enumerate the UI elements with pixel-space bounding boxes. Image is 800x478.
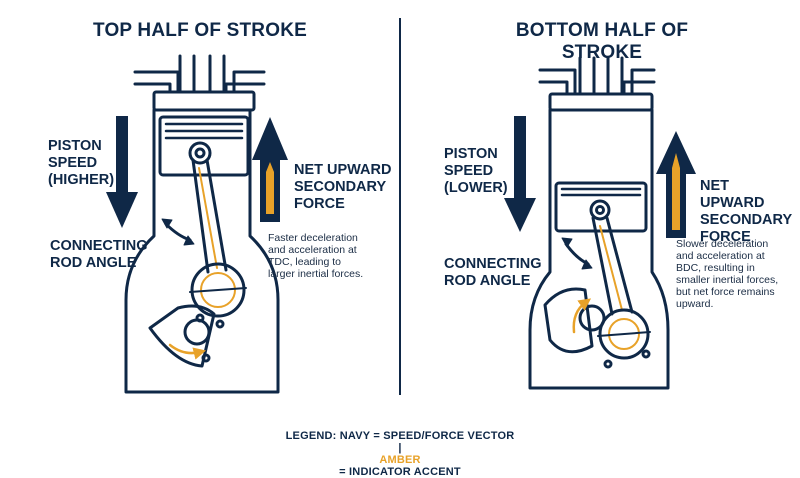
left-cylinder-head — [152, 90, 256, 112]
left-engine-block — [124, 108, 280, 394]
right-net-force-arrow — [656, 131, 696, 238]
right-force-label: NET UPWARD SECONDARY FORCE — [700, 178, 793, 245]
right-note: Slower deceleration and acceleration at … — [676, 238, 779, 310]
left-connecting-rod — [189, 158, 247, 318]
right-rod-angle-label: CONNECTING ROD ANGLE — [444, 256, 542, 289]
right-connecting-rod — [591, 216, 651, 360]
right-piston-speed-label: PISTON SPEED (LOWER) — [444, 146, 508, 196]
legend: LEGEND: NAVY = SPEED/FORCE VECTOR | AMBE… — [0, 418, 800, 478]
right-engine-block — [528, 108, 670, 390]
right-piston-speed-arrow — [504, 116, 536, 232]
diagram: TOP HALF OF STROKE PISTON SPEED (HIGHER)… — [48, 18, 793, 478]
left-crank-counterweight — [148, 304, 216, 368]
left-panel-title: TOP HALF OF STROKE — [92, 20, 308, 41]
diagram-artwork — [106, 18, 696, 395]
left-crank-rotation-arrow — [168, 343, 207, 360]
legend-amber-word: AMBER — [379, 454, 421, 466]
legend-navy-text: LEGEND: NAVY = SPEED/FORCE VECTOR — [285, 430, 515, 442]
right-rod-angle-arrow — [564, 242, 590, 266]
left-piston — [158, 115, 250, 177]
legend-amber-text: = INDICATOR ACCENT — [339, 466, 461, 478]
left-net-force-arrow — [252, 117, 288, 222]
left-note: Faster deceleration and acceleration at … — [268, 232, 364, 280]
legend-separator: | — [398, 442, 402, 454]
right-panel-title: BOTTOM HALF OF STROKE — [515, 20, 689, 63]
left-piston-speed-label: PISTON SPEED (HIGHER) — [48, 138, 115, 188]
left-rod-angle-arrow — [164, 222, 192, 242]
right-port-lines — [538, 56, 656, 96]
left-rod-angle-label: CONNECTING ROD ANGLE — [50, 238, 148, 271]
left-piston-speed-arrow — [106, 116, 138, 228]
right-crank-journal — [578, 304, 606, 332]
left-crank-journal — [183, 318, 211, 346]
right-cylinder-head — [548, 92, 654, 112]
right-piston — [554, 181, 648, 233]
left-force-label: NET UPWARD SECONDARY FORCE — [294, 162, 392, 212]
right-crank-counterweight — [543, 287, 594, 354]
right-engine — [528, 56, 670, 390]
left-port-lines — [133, 54, 266, 94]
right-crank-rotation-arrow — [572, 298, 592, 334]
left-engine — [124, 54, 280, 394]
